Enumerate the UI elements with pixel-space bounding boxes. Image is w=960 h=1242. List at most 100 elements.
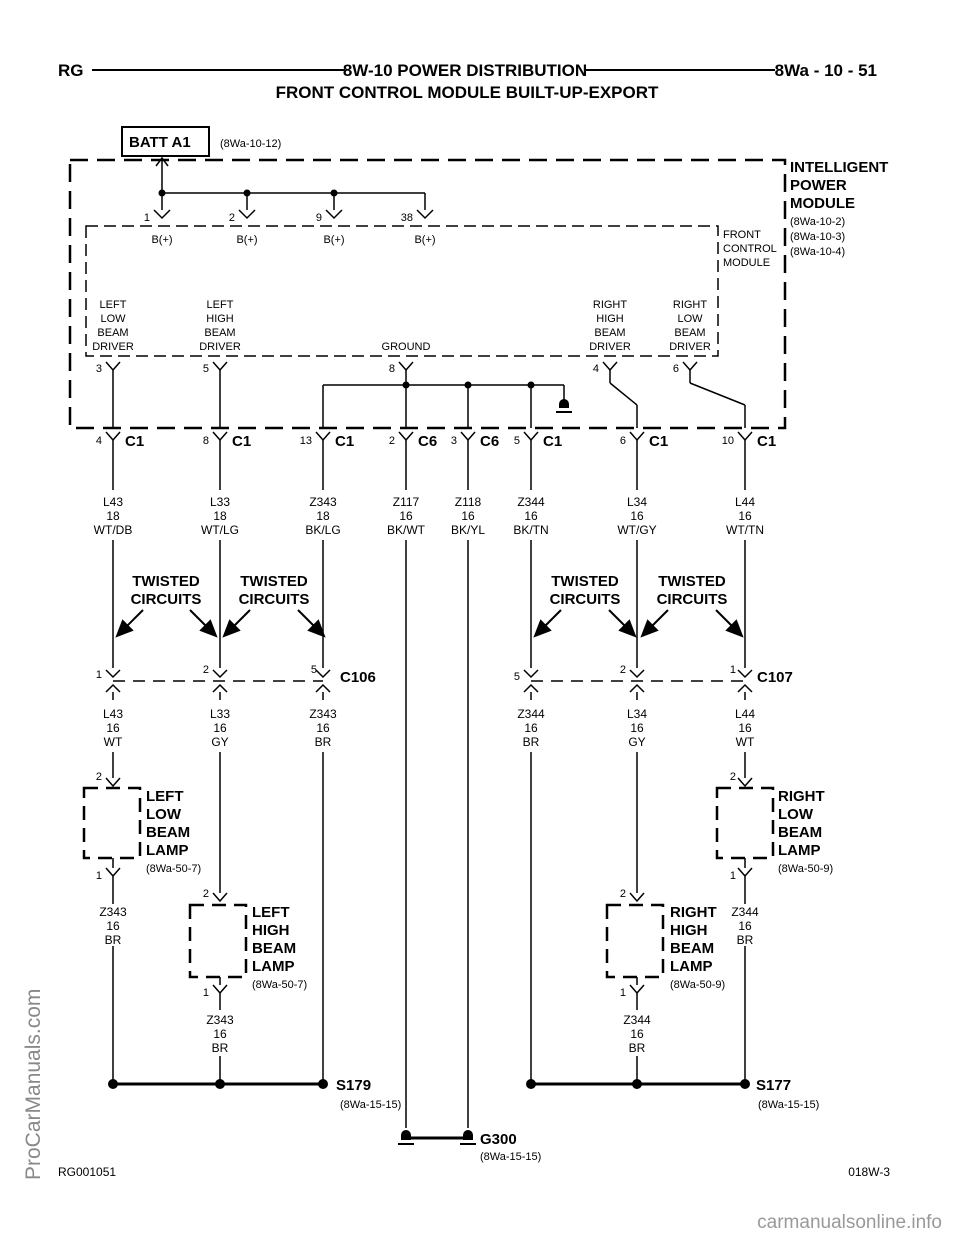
svg-text:1: 1 — [96, 870, 102, 882]
svg-text:Z343: Z343 — [99, 905, 127, 919]
header-page-number: 8Wa - 10 - 51 — [775, 61, 877, 80]
svg-text:LAMP: LAMP — [146, 842, 189, 859]
left-low-beam-lamp: 2 1 LEFT LOW BEAM LAMP (8Wa-50-7) — [82, 771, 201, 882]
svg-text:HIGH: HIGH — [206, 313, 234, 325]
svg-text:B(+): B(+) — [151, 234, 172, 246]
svg-text:BEAM: BEAM — [594, 327, 625, 339]
svg-text:2: 2 — [620, 664, 626, 676]
svg-text:2: 2 — [620, 888, 626, 900]
svg-text:16: 16 — [524, 509, 538, 523]
svg-text:LEFT: LEFT — [100, 299, 127, 311]
left-high-beam-lamp: 2 1 LEFT HIGH BEAM LAMP (8Wa-50-7) — [188, 888, 307, 999]
inner-pin-numbers: 3 5 8 4 6 — [96, 363, 679, 375]
svg-text:INTELLIGENT: INTELLIGENT — [790, 159, 888, 176]
svg-text:CIRCUITS: CIRCUITS — [131, 591, 202, 608]
svg-text:HIGH: HIGH — [670, 922, 708, 939]
svg-text:Z344: Z344 — [517, 707, 545, 721]
junction-dot — [402, 381, 410, 389]
svg-text:(8Wa-50-9): (8Wa-50-9) — [670, 979, 725, 991]
svg-text:1: 1 — [730, 664, 736, 676]
svg-text:BEAM: BEAM — [204, 327, 235, 339]
svg-text:L33: L33 — [210, 495, 230, 509]
svg-text:(8Wa-50-7): (8Wa-50-7) — [146, 863, 201, 875]
svg-text:LAMP: LAMP — [252, 958, 295, 975]
svg-text:BR: BR — [315, 735, 332, 749]
footer-left-code: RG001051 — [58, 1165, 116, 1179]
svg-text:L34: L34 — [627, 495, 647, 509]
svg-text:HIGH: HIGH — [252, 922, 290, 939]
svg-text:L43: L43 — [103, 707, 123, 721]
c106-connector: 1 2 5 C106 — [96, 664, 376, 686]
svg-text:TWISTED: TWISTED — [240, 573, 308, 590]
svg-text:B(+): B(+) — [323, 234, 344, 246]
svg-text:BK/YL: BK/YL — [451, 523, 485, 537]
svg-text:16: 16 — [399, 509, 413, 523]
svg-text:RIGHT: RIGHT — [673, 299, 708, 311]
svg-text:L44: L44 — [735, 495, 755, 509]
c107-connector: 5 2 1 C107 — [514, 664, 793, 686]
svg-text:18: 18 — [106, 509, 120, 523]
svg-text:5: 5 — [514, 435, 520, 447]
svg-text:(8Wa-10-4): (8Wa-10-4) — [790, 246, 845, 258]
svg-text:Z343: Z343 — [206, 1013, 234, 1027]
svg-text:G300: G300 — [480, 1131, 517, 1148]
svg-text:BR: BR — [737, 933, 754, 947]
inline-connector-symbols — [105, 669, 753, 693]
svg-text:1: 1 — [144, 212, 150, 224]
inner-pin-symbols — [105, 361, 698, 372]
svg-text:LEFT: LEFT — [207, 299, 234, 311]
svg-text:L44: L44 — [735, 707, 755, 721]
junction-dot — [243, 189, 251, 197]
fcm-label: FRONT CONTROL MODULE — [723, 229, 777, 269]
svg-text:16: 16 — [316, 721, 330, 735]
svg-text:BK/WT: BK/WT — [387, 523, 426, 537]
svg-text:TWISTED: TWISTED — [132, 573, 200, 590]
outer-connectors: 4 C1 8 C1 13 C1 2 C6 3 C6 5 C1 6 C1 10 C… — [96, 433, 776, 450]
svg-text:4: 4 — [96, 435, 102, 447]
svg-text:C1: C1 — [649, 433, 668, 450]
svg-text:S177: S177 — [756, 1077, 791, 1094]
harness-wires — [112, 440, 746, 1128]
svg-text:MODULE: MODULE — [790, 195, 855, 212]
svg-text:16: 16 — [213, 721, 227, 735]
svg-text:Z344: Z344 — [517, 495, 545, 509]
svg-text:FRONT: FRONT — [723, 229, 761, 241]
svg-text:RIGHT: RIGHT — [670, 904, 717, 921]
svg-text:C106: C106 — [340, 669, 376, 686]
svg-text:BK/LG: BK/LG — [305, 523, 340, 537]
wire-labels-lhb: Z343 16 BR — [206, 1013, 234, 1055]
svg-text:2: 2 — [730, 771, 736, 783]
svg-text:5: 5 — [311, 664, 317, 676]
splice-s179: S179 (8Wa-15-15) — [108, 1077, 401, 1111]
driver-labels: LEFT LOW BEAM DRIVER LEFT HIGH BEAM DRIV… — [92, 299, 711, 353]
svg-text:16: 16 — [738, 721, 752, 735]
svg-text:LAMP: LAMP — [778, 842, 821, 859]
svg-text:(8Wa-15-15): (8Wa-15-15) — [340, 1099, 401, 1111]
splice-s177: S177 (8Wa-15-15) — [526, 1077, 819, 1111]
svg-text:DRIVER: DRIVER — [589, 341, 631, 353]
svg-text:BEAM: BEAM — [252, 940, 296, 957]
svg-text:5: 5 — [203, 363, 209, 375]
svg-text:L34: L34 — [627, 707, 647, 721]
svg-text:16: 16 — [630, 509, 644, 523]
junction-dot — [158, 189, 166, 197]
svg-text:(8Wa-10-3): (8Wa-10-3) — [790, 231, 845, 243]
svg-text:MODULE: MODULE — [723, 257, 770, 269]
svg-text:TWISTED: TWISTED — [551, 573, 619, 590]
footer-right-code: 018W-3 — [848, 1165, 890, 1179]
svg-text:BEAM: BEAM — [670, 940, 714, 957]
svg-text:RIGHT: RIGHT — [593, 299, 628, 311]
svg-text:9: 9 — [316, 212, 322, 224]
svg-text:3: 3 — [96, 363, 102, 375]
svg-text:(8Wa-15-15): (8Wa-15-15) — [480, 1151, 541, 1163]
svg-text:DRIVER: DRIVER — [669, 341, 711, 353]
svg-text:WT: WT — [104, 735, 123, 749]
svg-text:LOW: LOW — [677, 313, 703, 325]
svg-text:8: 8 — [389, 363, 395, 375]
svg-text:16: 16 — [106, 721, 120, 735]
svg-text:13: 13 — [300, 435, 312, 447]
twisted-circuits-labels: TWISTED CIRCUITS TWISTED CIRCUITS TWISTE… — [131, 573, 728, 608]
svg-text:CIRCUITS: CIRCUITS — [657, 591, 728, 608]
internal-routing — [112, 370, 746, 428]
svg-text:BEAM: BEAM — [146, 824, 190, 841]
